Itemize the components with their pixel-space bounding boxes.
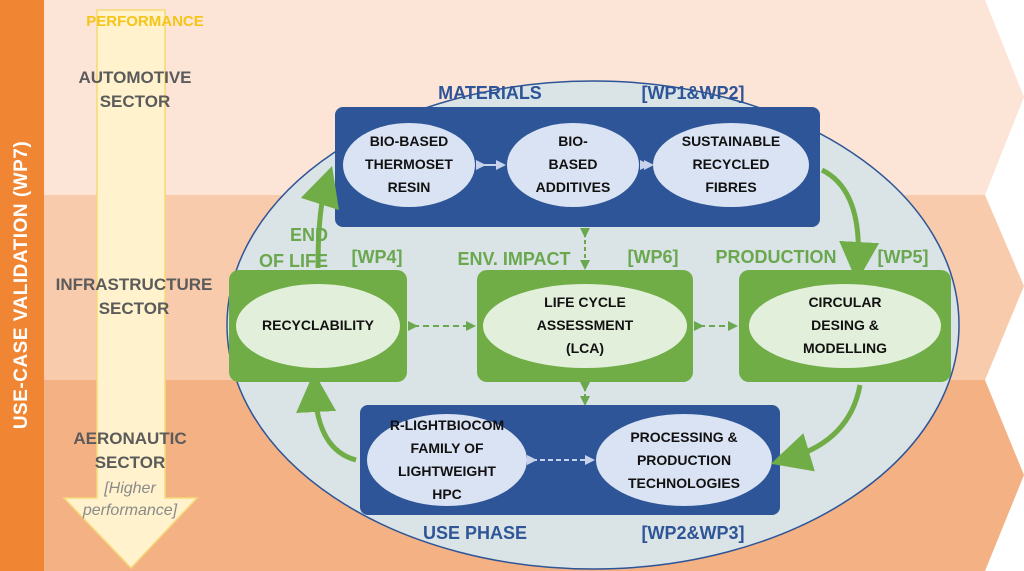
use-case-validation-bar: USE-CASE VALIDATION (WP7)	[0, 0, 44, 571]
materials-ellipse-1	[343, 123, 475, 207]
lca-ellipse	[483, 284, 687, 368]
aeronautic-sector-label: AERONAUTIC SECTOR	[73, 429, 187, 472]
use-phase-item-hpc: R-LIGHTBIOCOM FAMILY OF LIGHTWEIGHT HPC	[389, 417, 505, 502]
materials-ellipse-2	[507, 123, 639, 207]
arrow-materials-to-production	[820, 167, 880, 282]
end-of-life-title: END OF LIFE	[259, 225, 328, 271]
materials-ellipse-3	[653, 123, 809, 207]
circular-design-text: CIRCULAR DESING & MODELLING	[803, 294, 887, 356]
env-impact-title: ENV. IMPACT	[457, 249, 571, 269]
use-phase-ellipse-2	[596, 414, 772, 506]
infrastructure-sector-label: INFRASTRUCTURE SECTOR	[55, 275, 213, 318]
materials-item-resin: BIO-BASED THERMOSET RESIN	[365, 133, 453, 195]
automotive-sector-label: AUTOMOTIVE SECTOR	[78, 68, 192, 111]
materials-title: MATERIALS	[438, 83, 542, 103]
performance-arrow	[62, 9, 199, 570]
materials-item-fibres: SUSTAINABLE RECYCLED FIBRES	[681, 133, 781, 195]
recyclability-ellipse	[236, 284, 400, 368]
production-wp: [WP5]	[877, 247, 929, 267]
use-case-validation-label: USE-CASE VALIDATION (WP7)	[11, 140, 32, 430]
use-phase-wp: [WP2&WP3]	[641, 523, 745, 543]
recyclability-text: RECYCLABILITY	[262, 317, 374, 333]
aeronautic-sector-note: [Higher performance]	[82, 480, 178, 519]
arrow-production-to-usephase	[770, 384, 863, 472]
production-ellipse	[749, 284, 941, 368]
materials-item-additives: BIO- BASED ADDITIVES	[535, 133, 611, 195]
env-impact-wp: [WP6]	[627, 247, 679, 267]
arrow-eol-to-materials	[300, 165, 339, 269]
use-phase-ellipse-1	[367, 414, 527, 506]
production-title: PRODUCTION	[715, 247, 837, 267]
lca-text: LIFE CYCLE ASSESSMENT (LCA)	[536, 294, 634, 356]
performance-label: PERFORMANCE	[86, 13, 204, 30]
end-of-life-wp: [WP4]	[351, 247, 403, 267]
use-phase-item-processing: PROCESSING & PRODUCTION TECHNOLOGIES	[627, 429, 740, 491]
materials-wp: [WP1&WP2]	[641, 83, 745, 103]
use-phase-title: USE PHASE	[422, 523, 528, 543]
arrow-usephase-to-eol	[296, 372, 357, 463]
